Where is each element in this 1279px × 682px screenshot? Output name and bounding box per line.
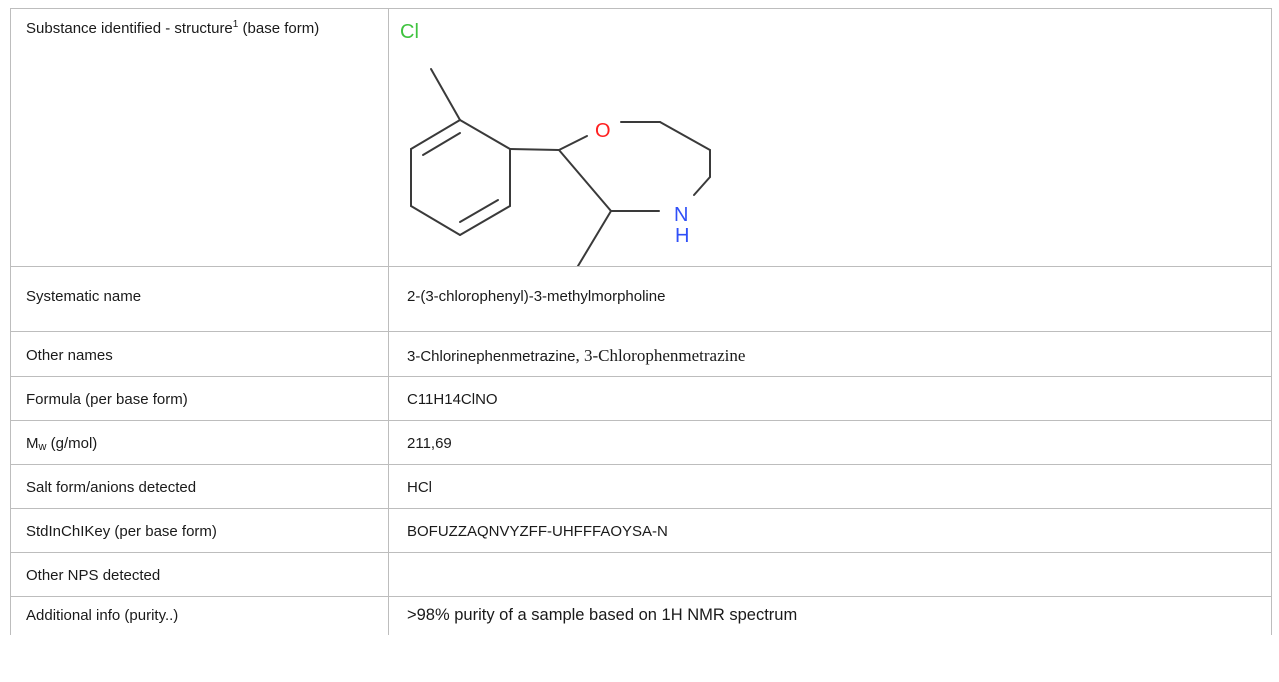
label-cell: Mw (g/mol) [10,420,389,465]
value-cell: C11H14ClNO [388,376,1272,421]
oxygen-atom-label: O [595,120,611,142]
molecular-structure-diagram: Cl O N H [400,21,711,266]
formula-label: Formula (per base form) [26,391,188,408]
other-names-label: Other names [26,347,113,364]
value-cell: 2-(3-chlorophenyl)-3-methylmorpholine [388,266,1272,332]
row-formula: Formula (per base form) C11H14ClNO [10,376,1272,421]
mw-label-unit: (g/mol) [46,435,98,452]
inchikey-value: BOFUZZAQNVYZFF-UHFFFAOYSA-N [407,523,668,540]
label-cell: Salt form/anions detected [10,464,389,509]
substance-info-table: Substance identified - structure1 (base … [10,8,1272,635]
salt-form-value: HCl [407,479,432,496]
footnote-marker: 1 [232,19,239,30]
value-cell [388,552,1272,597]
label-cell: Other NPS detected [10,552,389,597]
other-nps-label: Other NPS detected [26,567,161,584]
value-cell: 211,69 [388,420,1272,465]
additional-info-value: >98% purity of a sample based on 1H NMR … [407,606,798,624]
row-inchikey: StdInChIKey (per base form) BOFUZZAQNVYZ… [10,508,1272,553]
label-cell: Substance identified - structure1 (base … [10,8,389,267]
label-cell: Systematic name [10,266,389,332]
systematic-name-label: Systematic name [26,288,142,305]
structure-label: Substance identified - structure1 (base … [11,9,388,38]
row-molecular-weight: Mw (g/mol) 211,69 [10,420,1272,465]
mw-label: Mw (g/mol) [11,421,388,453]
value-cell: HCl [388,464,1272,509]
other-name-2: 3-Chlorophenmetrazine [583,346,746,365]
other-names-separator: , [575,346,584,365]
value-cell: BOFUZZAQNVYZFF-UHFFFAOYSA-N [388,508,1272,553]
mw-value: 211,69 [407,435,452,452]
label-cell: StdInChIKey (per base form) [10,508,389,553]
value-cell: 3-Chlorinephenmetrazine, 3-Chlorophenmet… [388,331,1272,377]
row-other-names: Other names 3-Chlorinephenmetrazine, 3-C… [10,331,1272,377]
value-cell: >98% purity of a sample based on 1H NMR … [388,596,1272,635]
structure-cell: Cl O N H [388,8,1272,267]
structure-label-suffix: (base form) [238,20,320,37]
row-other-nps: Other NPS detected [10,552,1272,597]
label-cell: Formula (per base form) [10,376,389,421]
inchikey-label: StdInChIKey (per base form) [26,523,217,540]
chlorine-atom-label: Cl [400,21,419,43]
row-structure: Substance identified - structure1 (base … [10,8,1272,267]
hydrogen-atom-label: H [675,225,689,247]
label-cell: Other names [10,331,389,377]
mw-label-main: M [26,435,39,452]
row-salt-form: Salt form/anions detected HCl [10,464,1272,509]
other-nps-value [389,553,1271,566]
other-name-1: 3-Chlorinephenmetrazine [407,348,576,365]
label-cell: Additional info (purity..) [10,596,389,635]
other-names-value: 3-Chlorinephenmetrazine, 3-Chlorophenmet… [389,332,1271,366]
nitrogen-atom-label: N [674,204,688,226]
structure-label-text: Substance identified - structure [26,20,233,37]
row-additional-info: Additional info (purity..) >98% purity o… [10,596,1272,635]
formula-value: C11H14ClNO [407,391,498,408]
additional-info-label: Additional info (purity..) [26,607,179,624]
salt-form-label: Salt form/anions detected [26,479,197,496]
row-systematic-name: Systematic name 2-(3-chlorophenyl)-3-met… [10,266,1272,332]
mw-label-subscript: w [38,441,47,453]
systematic-name-value: 2-(3-chlorophenyl)-3-methylmorpholine [407,288,666,305]
